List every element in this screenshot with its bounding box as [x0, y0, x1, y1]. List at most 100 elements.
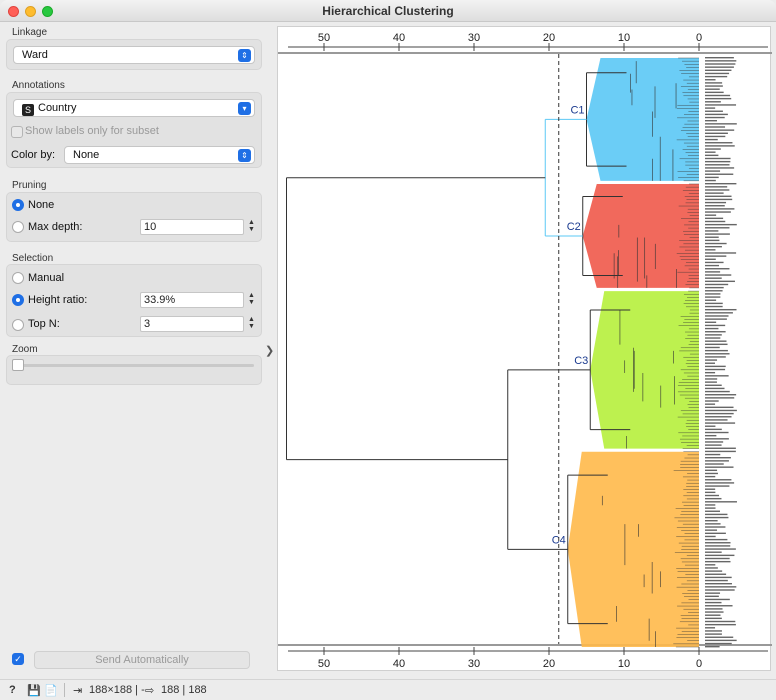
cluster-label: C2 [567, 221, 581, 233]
leaf-label [705, 142, 733, 144]
leaf-label [705, 340, 727, 342]
cluster-fill [590, 291, 699, 449]
leaf-label [705, 438, 729, 440]
leaf-label [705, 205, 725, 207]
tick-label-top: 50 [318, 32, 330, 44]
close-window-button[interactable] [8, 6, 19, 17]
leaf-label [705, 135, 726, 138]
leaf-label [705, 409, 737, 412]
leaf-label [705, 349, 728, 352]
leaf-label [705, 353, 730, 355]
leaf-label [705, 157, 731, 160]
max-depth-radio[interactable] [12, 221, 24, 233]
leaf-label [705, 324, 726, 327]
top-n-input[interactable]: 3 ▲▼ [140, 316, 255, 332]
top-n-radio[interactable] [12, 319, 24, 331]
leaf-label [705, 154, 719, 157]
report-icon[interactable]: 📄 [44, 685, 58, 697]
leaf-label [705, 189, 730, 191]
input-summary: 188×188 | - [89, 684, 145, 696]
leaf-label [705, 482, 735, 484]
stepper-icon[interactable]: ▲▼ [248, 219, 255, 233]
leaf-label [705, 614, 721, 616]
leaf-label [705, 164, 730, 166]
zoom-slider-handle[interactable] [12, 359, 24, 371]
cluster-label: C1 [570, 104, 584, 116]
leaf-label [705, 274, 732, 276]
leaf-label [705, 400, 719, 402]
minimize-window-button[interactable] [25, 6, 36, 17]
leaf-label [705, 217, 724, 220]
leaf-label [705, 79, 716, 81]
zoom-window-button[interactable] [42, 6, 53, 17]
leaf-label [705, 176, 719, 179]
leaf-label [705, 560, 731, 563]
leaf-label [705, 82, 723, 84]
leaf-label [705, 611, 724, 613]
zoom-label: Zoom [12, 344, 38, 355]
leaf-label [705, 308, 737, 311]
send-automatically-button[interactable]: Send Automatically [34, 651, 250, 669]
leaf-label [705, 132, 728, 134]
help-icon[interactable]: ? [9, 684, 16, 696]
leaf-label [705, 126, 726, 128]
leaf-label [705, 466, 734, 468]
leaf-label [705, 453, 721, 456]
pruning-none-radio[interactable] [12, 199, 24, 211]
leaf-label [705, 138, 718, 141]
leaf-label [705, 286, 724, 289]
stepper-icon[interactable]: ▲▼ [248, 316, 255, 330]
leaf-label [705, 485, 730, 487]
tick-label-top: 0 [696, 32, 702, 44]
leaf-label [705, 305, 723, 308]
leaf-label [705, 97, 732, 100]
leaf-label [705, 318, 727, 320]
leaf-label [705, 601, 722, 604]
cluster-fill [582, 183, 699, 288]
collapse-panel-icon[interactable]: ❯ [265, 345, 275, 357]
leaf-label [705, 264, 720, 267]
top-n-value: 3 [144, 318, 151, 330]
height-ratio-radio[interactable] [12, 294, 24, 306]
leaf-label [705, 201, 727, 204]
leaf-label [705, 334, 722, 336]
height-ratio-input[interactable]: 33.9% ▲▼ [140, 292, 255, 308]
leaf-label [705, 280, 735, 283]
output-icon: ⇨ [145, 685, 155, 697]
stepper-icon[interactable]: ▲▼ [248, 292, 255, 306]
leaf-label [705, 192, 724, 194]
leaf-label [705, 293, 721, 295]
leaf-label [705, 494, 720, 497]
leaf-label [705, 186, 728, 188]
leaf-label [705, 627, 716, 629]
linkage-select[interactable]: Ward ⇕ [13, 46, 255, 64]
leaf-label [705, 346, 720, 349]
leaf-label [705, 605, 733, 607]
leaf-label [705, 296, 721, 298]
leaf-label [705, 384, 722, 386]
leaf-label [705, 85, 723, 87]
linkage-label: Linkage [12, 27, 48, 38]
leaf-label [705, 510, 720, 512]
zoom-slider-track[interactable] [14, 364, 254, 367]
leaf-label [705, 434, 717, 437]
auto-send-checkbox[interactable]: ✓ [12, 653, 24, 665]
window-title: Hierarchical Clustering [322, 4, 454, 18]
save-icon[interactable]: 💾 [27, 685, 41, 697]
leaf-label [705, 586, 737, 588]
leaf-label [705, 431, 729, 434]
leaf-label [705, 636, 734, 638]
leaf-label [705, 242, 727, 245]
leaf-label [705, 375, 729, 377]
color-by-select[interactable]: None ⇕ [64, 146, 255, 164]
manual-radio[interactable] [12, 272, 24, 284]
manual-label: Manual [28, 272, 65, 284]
labels-subset-checkbox[interactable] [11, 126, 23, 138]
leaf-label [705, 116, 725, 119]
leaf-label [705, 101, 721, 103]
leaf-label [705, 394, 737, 396]
max-depth-input[interactable]: 10 ▲▼ [140, 219, 255, 235]
